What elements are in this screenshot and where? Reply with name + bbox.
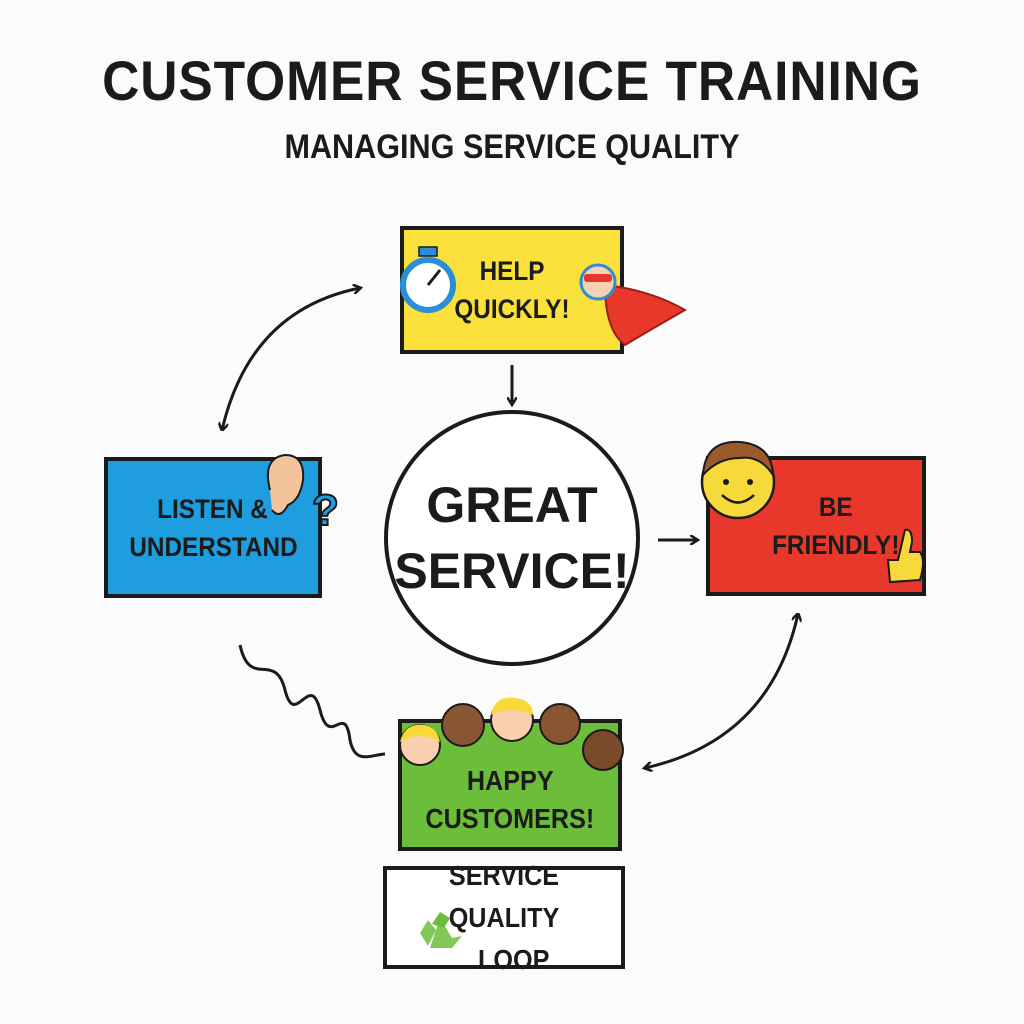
legend-line2: LOOP (478, 943, 550, 975)
arrow-listen-help (222, 288, 360, 430)
superhero-icon (579, 263, 688, 347)
service-quality-loop-label: SERVICE QUALITY LOOP (383, 860, 625, 975)
help-line1: HELP (479, 256, 545, 286)
question-mark-icon: ? (312, 486, 339, 535)
ear-icon (266, 453, 305, 515)
center-line1: GREAT (426, 477, 598, 533)
stopwatch-icon (400, 246, 456, 313)
thumbs-up-icon (886, 528, 924, 584)
smiley-face-icon (700, 440, 776, 520)
page-title: CUSTOMER SERVICE TRAINING (102, 49, 922, 112)
listen-line2: UNDERSTAND (128, 531, 298, 562)
friendly-line2: FRIENDLY! (772, 530, 900, 560)
legend-line1: SERVICE QUALITY (448, 859, 560, 933)
friendly-line1: BE (819, 492, 853, 522)
listen-understand-box: LISTEN & UNDERSTAND (104, 457, 322, 598)
happy-line1: HAPPY (466, 765, 554, 796)
arrow-friendly-happy (645, 614, 798, 768)
happy-line2: CUSTOMERS! (425, 803, 595, 834)
help-line2: QUICKLY! (454, 294, 570, 324)
center-line2: SERVICE! (394, 543, 630, 599)
squiggle-happy-listen (238, 644, 386, 759)
listen-line1: LISTEN & (157, 493, 269, 524)
page-subtitle: MANAGING SERVICE QUALITY (284, 128, 740, 166)
great-service-circle: GREAT SERVICE! (384, 410, 640, 666)
